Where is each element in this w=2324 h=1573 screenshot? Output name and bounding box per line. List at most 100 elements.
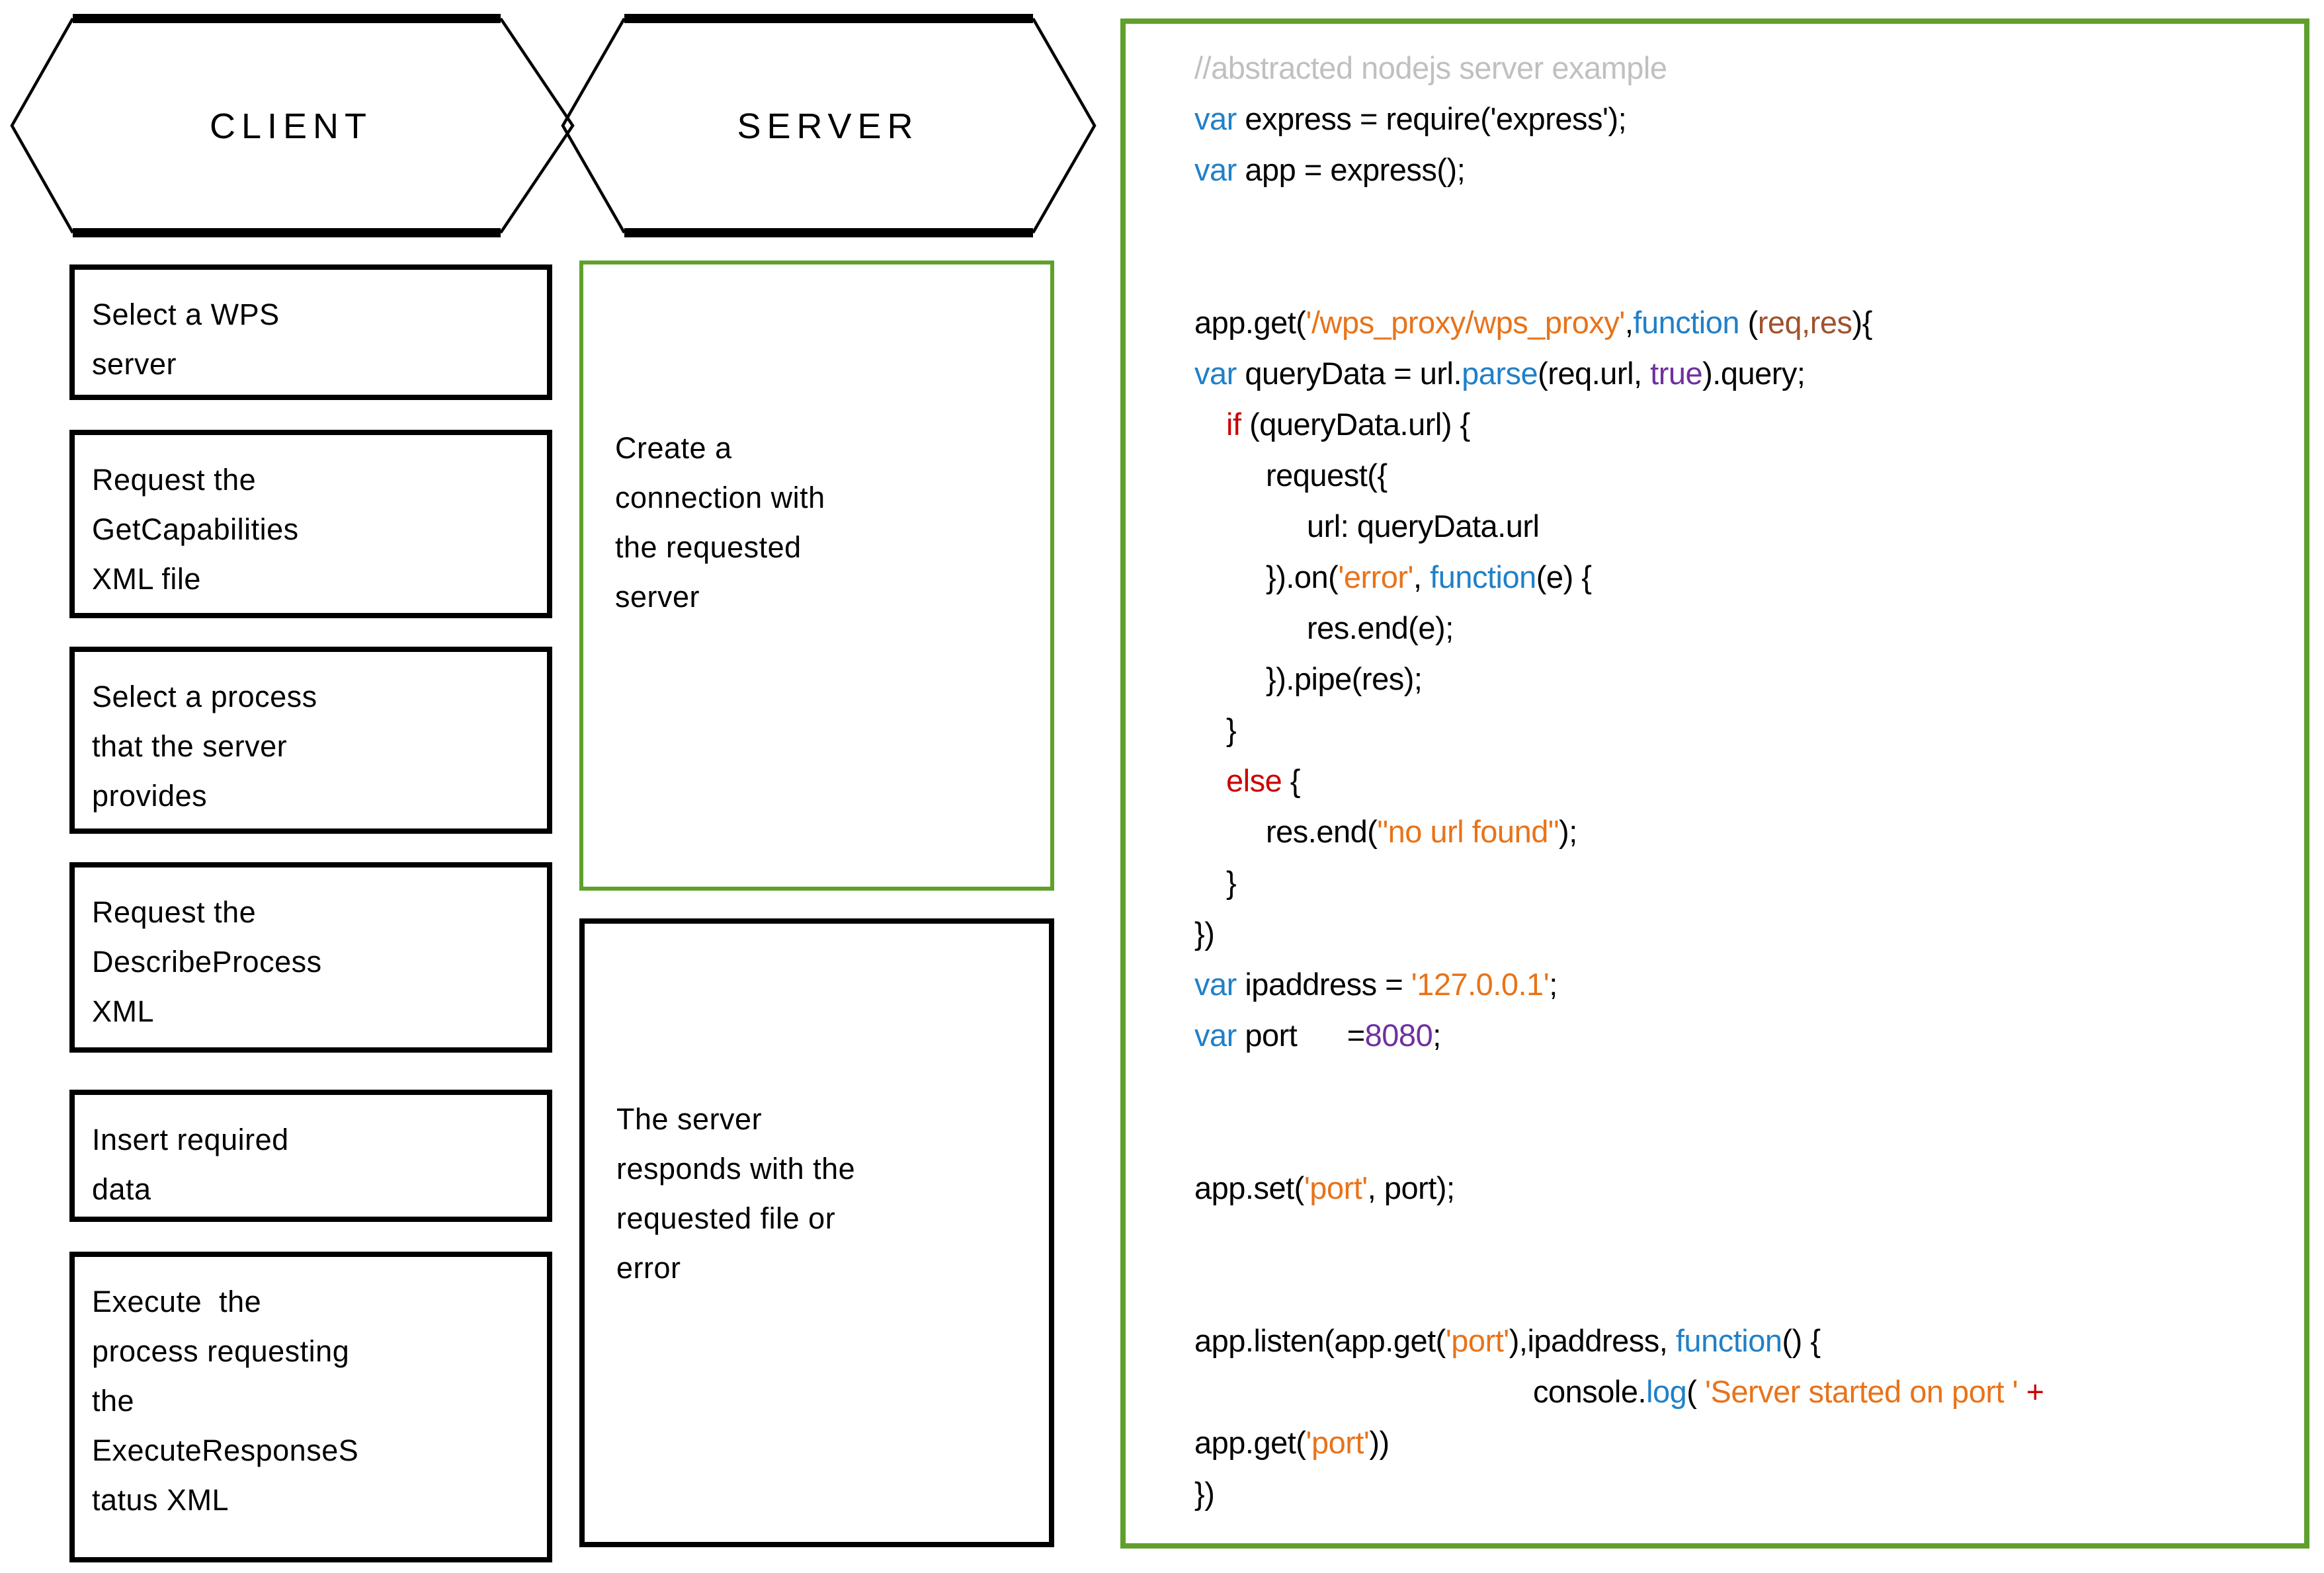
code-token: //abstracted nodejs server example (1194, 50, 1667, 85)
client-step-request-getcapabilities: Request the GetCapabilities XML file (69, 430, 552, 618)
code-line: if (queryData.url) { (1194, 399, 2304, 450)
code-token: 'port' (1306, 1425, 1370, 1460)
code-line: }) (1194, 1468, 2304, 1519)
client-step-select-wps-server: Select a WPS server (69, 264, 552, 400)
code-line: } (1194, 704, 2304, 755)
code-line: var ipaddress = '127.0.0.1'; (1194, 959, 2304, 1010)
client-hexagon (10, 14, 575, 237)
code-token: ipaddress = (1245, 967, 1411, 1002)
code-token: app.set( (1194, 1170, 1304, 1205)
code-token: var (1194, 967, 1245, 1002)
code-line (1194, 195, 2304, 246)
nodejs-code-panel: //abstracted nodejs server example var ex… (1120, 19, 2309, 1549)
code-token: log (1646, 1374, 1687, 1409)
code-token: }) (1194, 916, 1215, 951)
code-line: } (1194, 857, 2304, 908)
code-token: console. (1533, 1374, 1647, 1409)
server-hexagon (561, 14, 1097, 237)
code-token: function (1675, 1323, 1782, 1358)
code-token: 8080 (1364, 1018, 1433, 1053)
client-step-request-describeprocess: Request the DescribeProcess XML (69, 862, 552, 1053)
code-token: else (1226, 763, 1290, 798)
code-token: ( (1686, 1374, 1706, 1409)
code-token: req,res (1757, 305, 1852, 340)
code-line: var app = express(); (1194, 144, 2304, 195)
code-token: res.end(e); (1307, 610, 1454, 645)
code-line: res.end(e); (1194, 602, 2304, 653)
code-token: var (1194, 152, 1245, 187)
code-token: res.end( (1266, 814, 1378, 849)
code-token: }).pipe(res); (1266, 661, 1423, 696)
code-token: request({ (1266, 458, 1388, 493)
code-line: console.log( 'Server started on port ' + (1194, 1366, 2304, 1417)
code-token: ( (1747, 305, 1759, 340)
code-token: + (2026, 1374, 2044, 1409)
client-step-execute-process: Execute the process requesting the Execu… (69, 1252, 552, 1562)
code-line (1194, 1264, 2304, 1315)
code-line (1194, 1061, 2304, 1111)
code-token: var (1194, 1018, 1245, 1053)
server-hexagon-label: SERVER (737, 106, 919, 146)
server-step-create-connection: Create a connection with the requested s… (579, 261, 1054, 891)
client-step-insert-required-data: Insert required data (69, 1090, 552, 1222)
code-line: app.get('/wps_proxy/wps_proxy',function … (1194, 297, 2304, 348)
code-token: { (1290, 763, 1301, 798)
code-token: (queryData.url) { (1249, 407, 1470, 442)
code-token: }).on( (1266, 559, 1339, 594)
code-line: app.listen(app.get('port'),ipaddress, fu… (1194, 1315, 2304, 1366)
code-token: 'port' (1445, 1323, 1509, 1358)
code-token: function (1633, 305, 1748, 340)
code-token: ; (1432, 1018, 1441, 1053)
code-line: }) (1194, 908, 2304, 959)
code-line: app.set('port', port); (1194, 1162, 2304, 1213)
code-token: '127.0.0.1' (1411, 967, 1550, 1002)
code-token: if (1226, 407, 1250, 442)
code-token: ){ (1852, 305, 1873, 340)
code-token: )) (1369, 1425, 1390, 1460)
code-line: }).on('error', function(e) { (1194, 551, 2304, 602)
code-token: function (1430, 559, 1536, 594)
code-token: (e) { (1536, 559, 1592, 594)
server-step-responds: The server responds with the requested f… (579, 918, 1054, 1547)
code-line: request({ (1194, 450, 2304, 501)
code-line: var queryData = url.parse(req.url, true)… (1194, 348, 2304, 399)
code-token: express = require('express'); (1245, 101, 1627, 136)
code-token: var (1194, 356, 1245, 391)
code-line: var port =8080; (1194, 1010, 2304, 1061)
code-token: var (1194, 101, 1245, 136)
code-line: app.get('port')) (1194, 1417, 2304, 1468)
code-line: //abstracted nodejs server example (1194, 42, 2304, 93)
code-line: url: queryData.url (1194, 501, 2304, 551)
code-token: true (1650, 356, 1703, 391)
code-line (1194, 1111, 2304, 1162)
code-token: queryData = url. (1245, 356, 1462, 391)
code-token: 'Server started on port ' (1705, 1374, 2026, 1409)
client-step-select-process: Select a process that the server provide… (69, 647, 552, 834)
code-token: app.get( (1194, 305, 1306, 340)
code-token: app.get( (1194, 1425, 1306, 1460)
code-token: (req.url, (1538, 356, 1651, 391)
code-token: , port); (1367, 1170, 1455, 1205)
code-token: app = express(); (1245, 152, 1466, 187)
code-line (1194, 246, 2304, 297)
code-line: var express = require('express'); (1194, 93, 2304, 144)
client-server-hexagons (10, 14, 1097, 237)
code-token: "no url found" (1377, 814, 1559, 849)
code-token: ; (1549, 967, 1557, 1002)
code-token: app.listen(app.get( (1194, 1323, 1446, 1358)
code-token: } (1226, 865, 1237, 900)
code-line: }).pipe(res); (1194, 653, 2304, 704)
code-token: , (1413, 559, 1431, 594)
code-token: ).query; (1702, 356, 1805, 391)
code-panel-lines: //abstracted nodejs server example var ex… (1194, 42, 2304, 1519)
code-token: () { (1782, 1323, 1821, 1358)
code-line: res.end("no url found"); (1194, 806, 2304, 857)
code-token: , (1624, 305, 1634, 340)
code-token: ); (1559, 814, 1577, 849)
code-token: ),ipaddress, (1509, 1323, 1676, 1358)
code-line (1194, 1213, 2304, 1264)
code-token: port = (1245, 1018, 1365, 1053)
code-token: parse (1462, 356, 1538, 391)
code-token: }) (1194, 1476, 1215, 1511)
code-token: 'error' (1338, 559, 1414, 594)
